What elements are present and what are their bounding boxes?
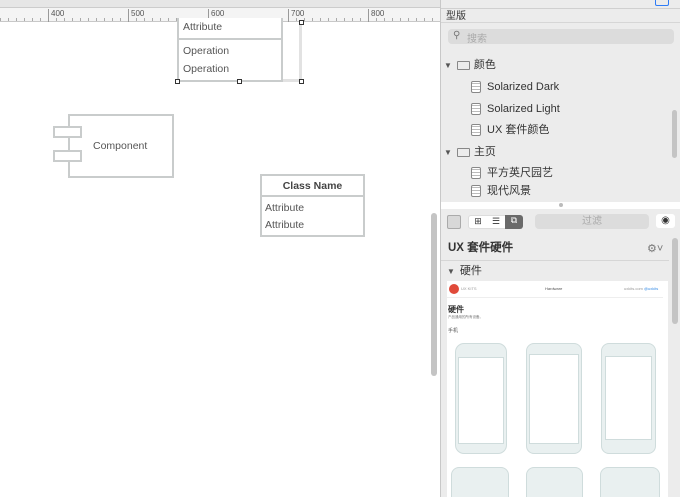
phone-mockup [451, 467, 509, 497]
tree-folder-home[interactable]: ▼ 主页 [444, 146, 496, 159]
search-icon: ⚲ [453, 30, 461, 41]
stencil-icon [471, 124, 481, 137]
layout-toggle-icon[interactable] [655, 0, 669, 6]
preview-logo-text: UX KITS [461, 286, 477, 291]
operation-text: Operation [183, 63, 230, 75]
stencil-icon [471, 167, 481, 180]
component-shape[interactable]: Component [68, 114, 174, 178]
tree-item[interactable]: Solarized Dark [471, 81, 559, 94]
component-port [53, 150, 82, 162]
ruler-label: 600 [208, 9, 224, 22]
disclosure-triangle-icon[interactable]: ▼ [444, 148, 452, 157]
tree-item[interactable]: 现代风景 [471, 185, 531, 198]
operation-text: Operation [183, 45, 230, 57]
attribute-text: Attribute [265, 219, 305, 231]
list-view-icon[interactable]: ☰ [491, 216, 501, 226]
resize-handle[interactable] [299, 79, 304, 84]
grid-view-icon[interactable]: ⊞ [474, 216, 482, 226]
tree-label: 平方英尺园艺 [487, 167, 553, 179]
screen [529, 354, 579, 444]
stencil-icon [471, 81, 481, 94]
eye-icon[interactable]: ◉ [656, 214, 675, 228]
tablet-phone-mockup [601, 343, 656, 454]
tree-label: Solarized Light [487, 103, 560, 115]
preview-subtitle: 产品通用的所有设备。 [448, 315, 483, 319]
attribute-text: Attribute [265, 202, 305, 214]
gear-icon[interactable]: ⚙˅ [647, 243, 664, 255]
ruler-label: 400 [48, 9, 64, 22]
canvas-scrollbar[interactable] [431, 213, 437, 376]
screen [458, 357, 504, 444]
ruler-label: 500 [128, 9, 144, 22]
divider [262, 195, 363, 197]
folder-icon [456, 147, 470, 157]
android-mockup [526, 343, 582, 454]
tree-item[interactable]: Solarized Light [471, 103, 560, 116]
collapse-button[interactable] [447, 215, 461, 229]
preview-nav: Hardware [545, 286, 563, 291]
ruler-label: 800 [368, 9, 384, 22]
divider [441, 260, 669, 261]
ux-logo-icon [449, 284, 459, 294]
group-header[interactable]: ▼ 硬件 [447, 265, 482, 278]
tree-label: Solarized Dark [487, 81, 560, 93]
grip-icon [559, 203, 563, 207]
search-input[interactable]: ⚲ 搜索 [448, 29, 674, 45]
resize-handle[interactable] [237, 79, 242, 84]
search-placeholder: 搜索 [467, 34, 487, 45]
resize-handle[interactable] [175, 79, 180, 84]
class-shape[interactable]: Class Name Attribute Attribute [260, 174, 365, 237]
tree-label: 颜色 [473, 59, 496, 71]
divider [447, 297, 663, 298]
class-name: Class Name [282, 180, 343, 192]
horizontal-ruler: 400 500 600 700 800 [0, 8, 440, 22]
tree-label: 现代风景 [487, 185, 531, 197]
preview-twitter: @uxkits [644, 286, 659, 291]
stencil-icon [471, 103, 481, 116]
group-label: 硬件 [459, 265, 482, 277]
stencil-preview[interactable]: UX KITS Hardware uxkits.com @uxkits 硬件 产… [447, 281, 668, 497]
phone-mockup [526, 467, 583, 497]
tree-item[interactable]: 平方英尺园艺 [471, 167, 553, 180]
tree-item[interactable]: UX 套件颜色 [471, 124, 549, 137]
filter-input[interactable]: 过滤 [535, 214, 649, 229]
view-mode-segmented[interactable]: ⊞ ☰ ⧉ [468, 215, 523, 229]
preview-link: uxkits.com [624, 286, 643, 291]
preview-section: 手机 [448, 328, 459, 334]
tree-folder-colors[interactable]: ▼ 颜色 [444, 59, 496, 72]
class-shape-selected[interactable]: Attribute Operation Operation [177, 18, 283, 82]
iphone-mockup [455, 343, 507, 454]
component-label: Component [93, 140, 148, 152]
library-scrollbar[interactable] [672, 238, 678, 324]
tree-scrollbar[interactable] [672, 110, 677, 158]
library-title: UX 套件硬件 [448, 242, 514, 254]
component-port [53, 126, 82, 138]
stencil-panel: 型版 ⚲ 搜索 ▼ 颜色 Solarized Dark Solarized Lig… [440, 0, 680, 497]
disclosure-triangle-icon[interactable]: ▼ [447, 267, 455, 276]
tree-label: UX 套件颜色 [487, 124, 550, 136]
divider [441, 22, 680, 23]
stencil-icon [471, 185, 481, 198]
toolbar [0, 0, 440, 8]
preview-view-icon[interactable]: ⧉ [505, 215, 523, 229]
folder-icon [456, 60, 470, 70]
tree-label: 主页 [473, 146, 496, 158]
disclosure-triangle-icon[interactable]: ▼ [444, 61, 452, 70]
split-handle[interactable] [441, 202, 680, 209]
attribute-text: Attribute [183, 21, 223, 33]
panel-toolbar [441, 0, 680, 9]
phone-mockup [600, 467, 660, 497]
section-title: 型版 [446, 11, 466, 22]
ruler-label: 700 [288, 9, 304, 22]
screen [605, 356, 652, 440]
resize-handle[interactable] [299, 20, 304, 25]
divider [179, 38, 281, 40]
preview-title: 硬件 [448, 305, 464, 314]
